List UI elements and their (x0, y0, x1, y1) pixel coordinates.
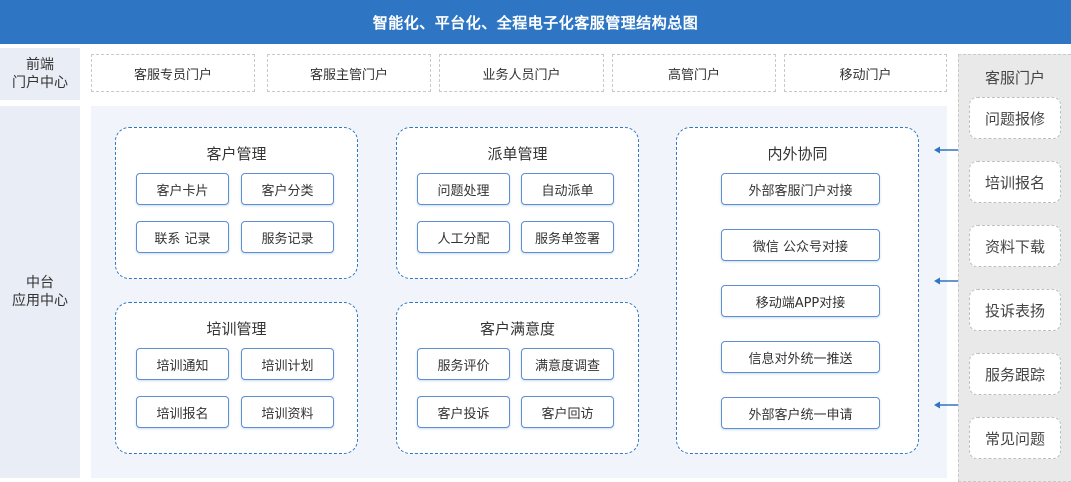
chip-wechat-integration: 微信 公众号对接 (721, 229, 880, 261)
chip-training-signup: 培训报名 (136, 396, 229, 428)
portal-service-staff: 客服专员门户 (91, 54, 255, 92)
module-customer-management: 客户管理 客户卡片 客户分类 联系 记录 服务记录 (115, 127, 358, 279)
front-label-line1: 前端 (26, 57, 54, 73)
module-title: 培训管理 (206, 320, 267, 338)
chip-mobile-app-integration: 移动端APP对接 (721, 285, 880, 317)
chip-customer-card: 客户卡片 (136, 173, 229, 205)
front-portal-center-label: 前端 门户中心 (0, 48, 80, 100)
portal-item-service-tracking: 服务跟踪 (969, 353, 1061, 395)
chip-training-notice: 培训通知 (136, 348, 229, 380)
module-dispatch-management: 派单管理 问题处理 自动派单 人工分配 服务单签署 (396, 127, 639, 279)
portal-mobile: 移动门户 (784, 54, 947, 92)
portal-service-supervisor: 客服主管门户 (267, 54, 431, 92)
chip-customer-revisit: 客户回访 (521, 396, 614, 428)
chip-service-record: 服务记录 (241, 221, 334, 253)
portal-executive: 高管门户 (612, 54, 776, 92)
chip-training-plan: 培训计划 (241, 348, 334, 380)
chip-auto-dispatch: 自动派单 (521, 173, 614, 205)
portal-item-faq: 常见问题 (969, 417, 1061, 459)
chip-training-material: 培训资料 (241, 396, 334, 428)
chip-customer-category: 客户分类 (241, 173, 334, 205)
middle-label-line1: 中台 (26, 275, 54, 291)
chip-unified-push: 信息对外统一推送 (721, 341, 880, 373)
module-customer-satisfaction: 客户满意度 服务评价 满意度调查 客户投诉 客户回访 (396, 302, 639, 454)
chip-customer-complaint: 客户投诉 (417, 396, 510, 428)
front-label-line2: 门户中心 (12, 75, 68, 91)
middle-app-center-label: 中台 应用中心 (0, 106, 80, 478)
chip-manual-assign: 人工分配 (417, 221, 510, 253)
portal-item-complaint-praise: 投诉表扬 (969, 289, 1061, 331)
module-training-management: 培训管理 培训通知 培训计划 培训报名 培训资料 (115, 302, 358, 454)
chip-unified-application: 外部客户统一申请 (721, 397, 880, 429)
portal-item-material-download: 资料下载 (969, 225, 1061, 267)
module-title: 客户满意度 (479, 320, 555, 338)
module-title: 内外协同 (767, 145, 828, 163)
module-internal-external-collaboration: 内外协同 外部客服门户对接 微信 公众号对接 移动端APP对接 信息对外统一推送… (676, 127, 919, 454)
module-title: 客户管理 (206, 145, 267, 163)
service-portal-column: 客服门户 问题报修 培训报名 资料下载 投诉表扬 服务跟踪 常见问题 (958, 54, 1071, 482)
page-title: 智能化、平台化、全程电子化客服管理结构总图 (0, 0, 1071, 44)
middle-label-line2: 应用中心 (12, 293, 68, 309)
chip-external-portal-integration: 外部客服门户对接 (721, 173, 880, 205)
chip-service-evaluation: 服务评价 (417, 348, 510, 380)
chip-service-order-sign: 服务单签署 (521, 221, 614, 253)
chip-issue-handling: 问题处理 (417, 173, 510, 205)
portal-business-staff: 业务人员门户 (439, 54, 604, 92)
chip-contact-record: 联系 记录 (136, 221, 229, 253)
chip-satisfaction-survey: 满意度调查 (521, 348, 614, 380)
service-portal-title: 客服门户 (984, 69, 1045, 87)
portal-item-training-signup: 培训报名 (969, 161, 1061, 203)
module-title: 派单管理 (487, 145, 548, 163)
portal-item-issue-report: 问题报修 (969, 97, 1061, 139)
